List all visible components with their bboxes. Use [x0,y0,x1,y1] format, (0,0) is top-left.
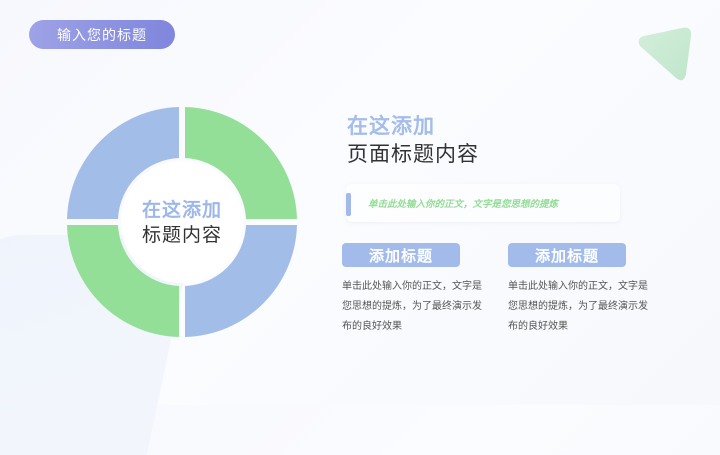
card-body-text[interactable]: 单击此处输入你的正文，文字是您思想的提炼，为了最终演示发布的良好效果 [508,281,648,332]
slide-title-text: 输入您的标题 [57,27,147,44]
segment-bottom-right [185,225,297,337]
page-title: 页面标题内容 [347,142,479,166]
card-tag-button[interactable]: 添加标题 [342,243,460,267]
page-title-highlight: 在这添加 [347,114,435,138]
card-tag-button[interactable]: 添加标题 [508,243,626,267]
info-card-2: 添加标题 单击此处输入你的正文，文字是您思想的提炼，为了最终演示发布的良好效果 [508,243,668,337]
donut-center-subtitle: 标题内容 [141,224,222,246]
segment-top-left [67,107,179,219]
donut-center-label: 在这添加 标题内容 [117,158,247,288]
quote-text: 单击此处输入你的正文，文字是您思想的提炼 [368,199,559,210]
decorative-triangle-icon [638,27,692,81]
slide-title-pill[interactable]: 输入您的标题 [29,20,175,49]
card-body-text[interactable]: 单击此处输入你的正文，文字是您思想的提炼，为了最终演示发布的良好效果 [342,281,482,332]
segment-bottom-left [67,225,179,337]
donut-center-highlight: 在这添加 [141,199,222,221]
quote-box[interactable]: 单击此处输入你的正文，文字是您思想的提炼 [346,184,620,222]
segment-top-right [185,107,297,219]
info-card-1: 添加标题 单击此处输入你的正文，文字是您思想的提炼，为了最终演示发布的良好效果 [342,243,502,337]
quote-accent-bar [346,193,351,216]
donut-chart [67,107,297,337]
